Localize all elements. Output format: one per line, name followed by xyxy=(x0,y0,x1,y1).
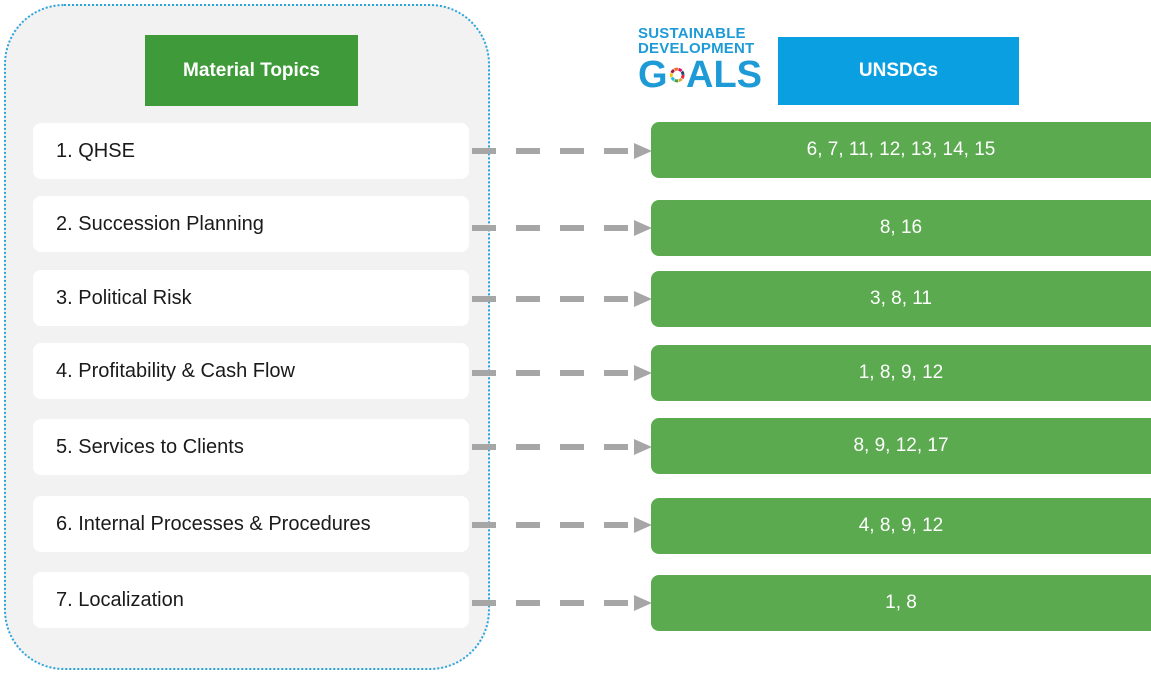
sdg-goals-box: 3, 8, 11 xyxy=(651,271,1151,327)
unsdgs-header-label: UNSDGs xyxy=(858,60,939,81)
topic-box: 6. Internal Processes & Procedures xyxy=(33,496,469,552)
arrow-connector xyxy=(472,517,652,533)
topic-box: 5. Services to Clients xyxy=(33,419,469,475)
logo-goals: G ALS xyxy=(638,56,762,94)
material-topics-header-label: Material Topics xyxy=(183,59,320,81)
sdg-goals-box: 8, 9, 12, 17 xyxy=(651,418,1151,474)
arrow-connector xyxy=(472,291,652,307)
logo-line-development: DEVELOPMENT xyxy=(638,40,755,57)
sdg-logo: SUSTAINABLE DEVELOPMENT G ALS xyxy=(638,26,762,96)
sdg-goals-box: 1, 8 xyxy=(651,575,1151,631)
material-topics-header: Material Topics xyxy=(145,35,358,106)
arrow-connector xyxy=(472,220,652,236)
material-topics-panel xyxy=(4,4,490,670)
topic-box: 7. Localization xyxy=(33,572,469,628)
unsdgs-header: UNSDGs xyxy=(778,37,1019,105)
topic-box: 4. Profitability & Cash Flow xyxy=(33,343,469,399)
topic-box: 3. Political Risk xyxy=(33,270,469,326)
arrow-connector xyxy=(472,365,652,381)
topic-box: 1. QHSE xyxy=(33,123,469,179)
logo-goals-rest: ALS xyxy=(686,54,762,96)
arrow-connector xyxy=(472,439,652,455)
arrow-connector xyxy=(472,143,652,159)
sdg-goals-box: 8, 16 xyxy=(651,200,1151,256)
topic-box: 2. Succession Planning xyxy=(33,196,469,252)
logo-goals-g: G xyxy=(638,54,668,96)
logo-line-sustainable: SUSTAINABLE xyxy=(638,25,746,42)
sdg-wheel-icon xyxy=(669,67,685,83)
arrow-connector xyxy=(472,595,652,611)
sdg-goals-box: 6, 7, 11, 12, 13, 14, 15 xyxy=(651,122,1151,178)
sdg-goals-box: 4, 8, 9, 12 xyxy=(651,498,1151,554)
sdg-goals-box: 1, 8, 9, 12 xyxy=(651,345,1151,401)
